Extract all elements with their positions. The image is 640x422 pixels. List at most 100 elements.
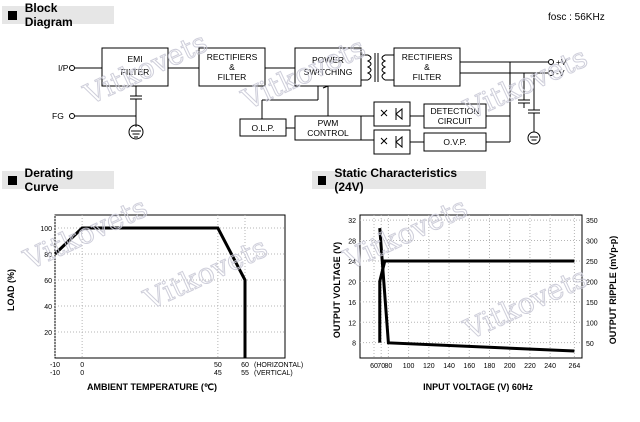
watermark-text: Vitkovets: [458, 41, 592, 127]
ground-icon: [527, 131, 541, 145]
y-right-tick-label: 200: [586, 279, 598, 286]
x-tick-label: 264: [569, 363, 581, 370]
fg-label: FG: [52, 111, 64, 121]
emi-filter-label: EMI: [127, 54, 142, 64]
plot-frame: [54, 214, 286, 359]
derating-xlabel: AMBIENT TEMPERATURE (℃): [87, 382, 217, 392]
watermark-text: Vitkovets: [18, 191, 152, 277]
optocoupler-icon: [373, 129, 411, 155]
y-left-tick-label: 20: [348, 279, 356, 286]
vplus-terminal: [548, 59, 554, 65]
y-right-tick-label: 50: [586, 341, 594, 348]
vplus-label: +V: [556, 57, 567, 67]
x-tick-label: 50: [214, 362, 222, 369]
section-header-block-diagram: Block Diagram: [2, 1, 114, 29]
emi-filter-label: FILTER: [121, 67, 150, 77]
y-left-tick-label: 32: [348, 218, 356, 225]
y-right-tick-label: 250: [586, 259, 598, 266]
rectifiers-filter-1-label: &: [229, 62, 235, 72]
vminus-terminal: [548, 70, 554, 76]
detection-circuit-label: DETECTION: [430, 106, 479, 116]
rectifiers-filter-block-2: [393, 47, 461, 87]
block-diagram-text: I/P FG +V -V EMI FILTER RECTIFIERS & FIL…: [52, 52, 567, 147]
x-tick-label: 80: [385, 363, 393, 370]
y-left-tick-label: 12: [348, 320, 356, 327]
derating-xtick-note-vertical: (VERTICAL): [254, 370, 293, 377]
y-tick-label: 60: [44, 278, 52, 285]
y-tick-label: 100: [40, 226, 52, 233]
switching-frequency-label: fosc : 56KHz: [548, 12, 605, 23]
derating-curve-line: [53, 226, 247, 358]
block-diagram: [69, 47, 554, 155]
olp-label: O.L.P.: [252, 123, 275, 133]
x-tick-label: 0: [80, 370, 84, 377]
x-tick-label: 55: [241, 370, 249, 377]
derating-xtick-note-horizontal: (HORIZONTAL): [254, 362, 303, 369]
rectifiers-filter-1-label: FILTER: [218, 72, 247, 82]
rectifiers-filter-1-label: RECTIFIERS: [207, 52, 258, 62]
rectifiers-filter-2-label: RECTIFIERS: [402, 52, 453, 62]
y-tick-label: 80: [44, 252, 52, 259]
y-left-tick-label: 28: [348, 239, 356, 246]
square-bullet-icon: [318, 175, 327, 185]
x-tick-label: 160: [463, 363, 475, 370]
power-switching-label: POWER: [312, 55, 344, 65]
detection-circuit-label: CIRCUIT: [438, 116, 472, 126]
rectifiers-filter-block-1: [198, 47, 266, 87]
ground-icon: [128, 124, 144, 140]
watermark-text: Vitkovets: [458, 261, 592, 347]
x-tick-label: 60: [241, 362, 249, 369]
output-ripple-line: [378, 227, 575, 353]
x-tick-label: 240: [544, 363, 556, 370]
optocoupler-icon: [373, 101, 411, 127]
y-tick-label: 20: [44, 330, 52, 337]
y-right-tick-label: 100: [586, 320, 598, 327]
section-header-derating-curve: Derating Curve: [2, 166, 114, 194]
square-bullet-icon: [8, 175, 17, 185]
emi-filter-block: [101, 47, 169, 87]
x-tick-label: 100: [403, 363, 415, 370]
x-tick-label: 0: [80, 362, 84, 369]
static-xlabel: INPUT VOLTAGE (V) 60Hz: [423, 382, 533, 392]
x-tick-label: -10: [50, 370, 60, 377]
vminus-label: -V: [556, 68, 565, 78]
x-tick-label: -10: [50, 362, 60, 369]
watermark-text: Vitkovets: [338, 191, 472, 277]
x-tick-label: 45: [214, 370, 222, 377]
ip-terminal: [69, 65, 75, 71]
y-tick-label: 40: [44, 304, 52, 311]
static-ylabel-right: OUTPUT RIPPLE (mVp-p): [608, 236, 618, 345]
watermark-text: Vitkovets: [78, 26, 212, 112]
watermark-text: Vitkovets: [138, 231, 272, 317]
rectifiers-filter-2-label: FILTER: [413, 72, 442, 82]
section-title: Static Characteristics (24V): [334, 166, 458, 194]
watermark-group: Vitkovets Vitkovets Vitkovets Vitkovets …: [18, 25, 593, 347]
y-right-tick-label: 350: [586, 218, 598, 225]
derating-ylabel: LOAD (%): [6, 269, 16, 311]
x-tick-label: 200: [504, 363, 516, 370]
x-tick-label: 120: [423, 363, 435, 370]
rectifiers-filter-2-label: &: [424, 62, 430, 72]
y-left-tick-label: 16: [348, 300, 356, 307]
transformer-icon: [361, 53, 394, 82]
section-title: Derating Curve: [24, 166, 74, 194]
power-switching-label: SWITCHING: [304, 67, 353, 77]
fg-terminal: [69, 113, 75, 119]
y-left-tick-label: 8: [352, 341, 356, 348]
square-bullet-icon: [8, 10, 17, 20]
ovp-label: O.V.P.: [443, 137, 466, 147]
x-tick-label: 70: [377, 363, 385, 370]
section-title: Block Diagram: [24, 1, 73, 29]
x-tick-label: 140: [443, 363, 455, 370]
y-right-tick-label: 150: [586, 300, 598, 307]
y-right-tick-label: 300: [586, 238, 598, 245]
x-tick-label: 60: [370, 363, 378, 370]
x-tick-label: 180: [484, 363, 496, 370]
section-header-static-characteristics: Static Characteristics (24V): [312, 166, 486, 194]
pwm-control-label: CONTROL: [307, 128, 349, 138]
pwm-control-label: PWM: [318, 118, 339, 128]
static-ylabel-left: OUTPUT VOLTAGE (V): [332, 242, 342, 338]
x-tick-label: 220: [524, 363, 536, 370]
